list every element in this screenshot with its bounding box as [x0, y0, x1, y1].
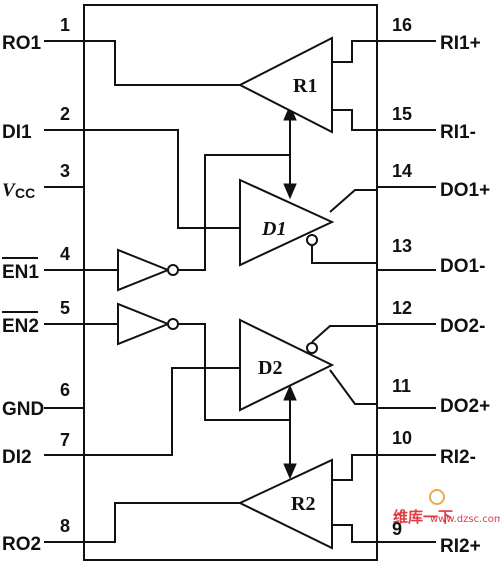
d2-inverting-bubble: [306, 342, 318, 354]
pin-number-10: 10: [392, 428, 412, 448]
internal-wiring: [84, 40, 377, 543]
watermark-logo-icon: [429, 489, 445, 505]
pin-number-4: 4: [60, 244, 70, 264]
pin-number-3: 3: [60, 161, 70, 181]
watermark: 维库一下 www.dzsc.com: [393, 489, 500, 526]
pin-name-ri1-plus: RI1+: [440, 33, 481, 54]
pin-name-ro1: RO1: [2, 33, 42, 54]
pin-number-9: 9: [392, 519, 402, 539]
pin-name-ri2-minus: RI2-: [440, 447, 476, 468]
left-pin-labels: 1 RO1 2 DI1 3 V CC 4 EN1 5 EN2 6 GND 7 D…: [2, 15, 70, 555]
pin-name-vcc-subscript: CC: [15, 185, 35, 201]
driver-d1: D1: [239, 178, 335, 267]
pin-name-do2-minus: DO2-: [440, 316, 485, 337]
d1-inverting-bubble: [306, 234, 318, 246]
pin-name-vcc: V: [2, 180, 16, 201]
watermark-url: www.dzsc.com: [430, 514, 500, 525]
block-label-r2: R2: [291, 493, 315, 515]
pin-name-gnd: GND: [2, 399, 44, 420]
inverter-en1: [117, 248, 179, 292]
right-pin-labels: 16 RI1+ 15 RI1- 14 DO1+ 13 DO1- 12 DO2- …: [392, 15, 490, 557]
pin-number-8: 8: [60, 516, 70, 536]
pin-name-ro2: RO2: [2, 534, 41, 555]
pin-number-16: 16: [392, 15, 412, 35]
pin-name-di1: DI1: [2, 122, 32, 143]
pin-name-do1-minus: DO1-: [440, 256, 485, 277]
block-label-d1: D1: [261, 218, 286, 240]
pin-name-en1: EN1: [2, 262, 39, 283]
pin-number-7: 7: [60, 430, 70, 450]
pin-number-13: 13: [392, 236, 412, 256]
pin-number-14: 14: [392, 161, 412, 181]
pin-name-di2: DI2: [2, 447, 32, 468]
pin-name-do2-plus: DO2+: [440, 396, 490, 417]
pin-number-15: 15: [392, 104, 412, 124]
pin-name-en2: EN2: [2, 316, 39, 337]
pin-number-12: 12: [392, 298, 412, 318]
pin-number-5: 5: [60, 298, 70, 318]
receiver-r1: R1: [237, 36, 333, 134]
ic-package-outline: [83, 4, 378, 561]
inverter-en2: [117, 302, 179, 346]
receiver-r2: R2: [237, 458, 333, 550]
pin-number-6: 6: [60, 380, 70, 400]
right-pin-stubs: [377, 40, 436, 543]
driver-d2: D2: [239, 318, 335, 412]
block-label-d2: D2: [258, 357, 282, 379]
pin-number-1: 1: [60, 15, 70, 35]
pin-name-ri2-plus: RI2+: [440, 536, 481, 557]
block-label-r1: R1: [293, 75, 317, 97]
watermark-brand: 维库一下: [393, 508, 453, 526]
pin-number-2: 2: [60, 104, 70, 124]
pin-name-do1-plus: DO1+: [440, 180, 490, 201]
pin-name-ri1-minus: RI1-: [440, 122, 476, 143]
left-pin-stubs: [44, 40, 84, 543]
pin-number-11: 11: [392, 376, 411, 396]
